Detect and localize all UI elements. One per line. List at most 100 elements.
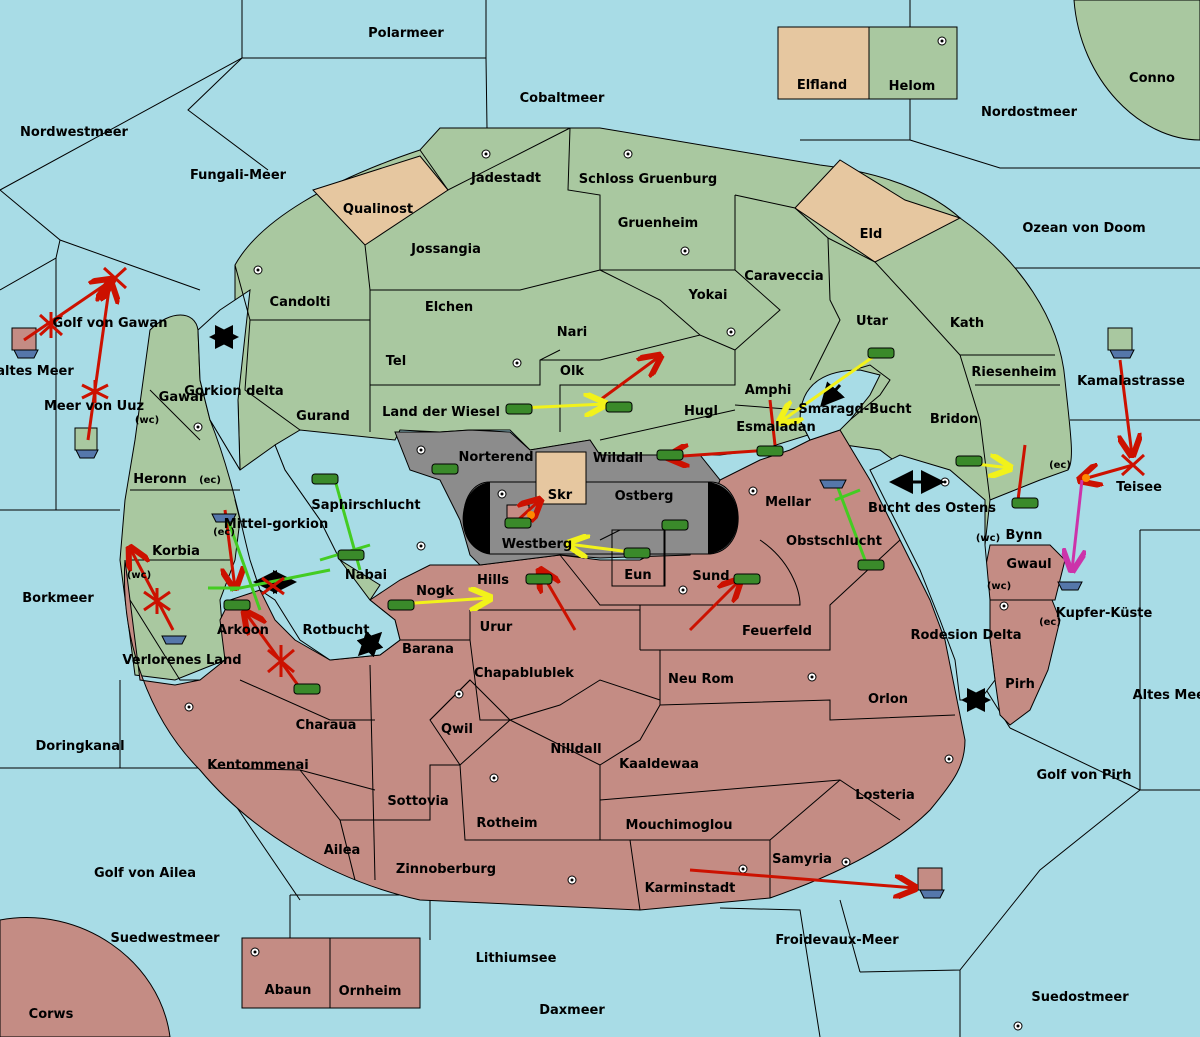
label-wildall: Wildall bbox=[593, 451, 643, 466]
mountain-cap-west bbox=[462, 482, 490, 554]
label-mouchimoglou: Mouchimoglou bbox=[626, 818, 733, 833]
supply-centers bbox=[184, 36, 1023, 1031]
label-zinnoberburg: Zinnoberburg bbox=[396, 862, 496, 877]
tag-gawar-wc: (wc) bbox=[135, 415, 159, 426]
label-fungali: Fungali-Meer bbox=[190, 168, 287, 183]
label-gruenheim: Gruenheim bbox=[618, 216, 698, 231]
marker-froidevaux bbox=[917, 867, 943, 891]
region-eun-border bbox=[611, 529, 665, 587]
label-candolti: Candolti bbox=[270, 295, 331, 310]
label-rotheim: Rotheim bbox=[476, 816, 537, 831]
sea-mittelgorkion[interactable] bbox=[209, 419, 401, 661]
label-froidevaux: Froidevaux-Meer bbox=[775, 933, 899, 948]
label-korbia: Korbia bbox=[152, 544, 200, 559]
sea-bucht-des-ostens[interactable] bbox=[869, 454, 996, 701]
region-eld[interactable] bbox=[794, 159, 962, 263]
region-elfland[interactable] bbox=[777, 26, 870, 100]
label-ornheim: Ornheim bbox=[339, 984, 402, 999]
label-kupferkueste: Kupfer-Küste bbox=[1056, 606, 1153, 621]
label-norterend: Norterend bbox=[458, 450, 533, 465]
label-schloss-gruenburg: Schloss Gruenburg bbox=[579, 172, 717, 187]
marker-kamalastrasse bbox=[1107, 327, 1133, 351]
label-urur: Urur bbox=[480, 620, 513, 635]
label-bucht-ostens: Bucht des Ostens bbox=[868, 501, 996, 516]
label-tel: Tel bbox=[386, 354, 406, 369]
label-skr: Skr bbox=[548, 488, 573, 503]
label-polarmeer: Polarmeer bbox=[368, 26, 444, 41]
region-south-red[interactable] bbox=[123, 429, 966, 911]
fleet-units bbox=[13, 349, 1135, 899]
label-obstschlucht: Obstschlucht bbox=[786, 534, 882, 549]
label-rodesion-delta: Rodesion Delta bbox=[910, 628, 1021, 643]
label-gurand: Gurand bbox=[296, 409, 350, 424]
label-bynn: Bynn bbox=[1006, 528, 1043, 543]
label-losteria: Losteria bbox=[855, 788, 915, 803]
marker-meer-von-uuz bbox=[74, 427, 98, 451]
sea-labels: Polarmeer Cobaltmeer Nordwestmeer Fungal… bbox=[0, 26, 1200, 1018]
label-heronn: Heronn bbox=[133, 472, 187, 487]
province-borders bbox=[128, 127, 1060, 911]
label-gawar: Gawar bbox=[159, 390, 206, 405]
label-saphirschlucht: Saphirschlucht bbox=[311, 498, 420, 513]
label-olk: Olk bbox=[560, 364, 585, 379]
label-suedwestmeer: Suedwestmeer bbox=[110, 931, 220, 946]
label-qwil: Qwil bbox=[441, 722, 473, 737]
label-borkmeer: Borkmeer bbox=[22, 591, 94, 606]
label-doringkanal: Doringkanal bbox=[35, 739, 124, 754]
label-nilldall: Nilldall bbox=[550, 742, 601, 757]
label-mittelgorkion: Mittel-gorkion bbox=[224, 517, 328, 532]
label-charaua: Charaua bbox=[296, 718, 357, 733]
region-ornheim[interactable] bbox=[329, 937, 421, 1009]
label-karminstadt: Karminstadt bbox=[645, 881, 736, 896]
province-labels: Elfland Helom Conno Qualinost Jadestadt … bbox=[29, 71, 1175, 1022]
army-units bbox=[223, 347, 1039, 695]
label-orlon: Orlon bbox=[868, 692, 908, 707]
region-conno[interactable] bbox=[1073, 0, 1200, 141]
label-hugl: Hugl bbox=[684, 404, 718, 419]
tag-gwaul-ec: (ec) bbox=[1039, 617, 1061, 628]
tag-bynn-ec: (ec) bbox=[1049, 460, 1071, 471]
label-cobaltmeer: Cobaltmeer bbox=[520, 91, 605, 106]
label-lithiumsee: Lithiumsee bbox=[476, 951, 557, 966]
label-golf-pirh: Golf von Pirh bbox=[1036, 768, 1131, 783]
label-nabai: Nabai bbox=[345, 568, 387, 583]
label-conno: Conno bbox=[1129, 71, 1175, 86]
label-arkoon: Arkoon bbox=[217, 623, 269, 638]
label-rotbucht: Rotbucht bbox=[303, 623, 370, 638]
label-elchen: Elchen bbox=[425, 300, 473, 315]
move-orders-red bbox=[23, 280, 1133, 888]
label-chapablublek: Chapablublek bbox=[474, 666, 574, 681]
label-westberg: Westberg bbox=[502, 537, 572, 552]
label-kaaldewaa: Kaaldewaa bbox=[619, 757, 699, 772]
label-meer-uuz: Meer von Uuz bbox=[44, 399, 144, 414]
move-orders-yellow bbox=[399, 350, 1010, 604]
label-sund: Sund bbox=[692, 569, 729, 584]
label-helom: Helom bbox=[889, 79, 936, 94]
tag-korbia-ec: (ec) bbox=[213, 527, 235, 538]
label-jossangia: Jossangia bbox=[410, 242, 481, 257]
region-corws[interactable] bbox=[0, 917, 171, 1037]
label-kaltes-meer: Kaltes Meer bbox=[0, 364, 74, 379]
label-gorkion-delta: Gorkion delta bbox=[184, 384, 283, 399]
tag-bynn-wc: (wc) bbox=[976, 533, 1000, 544]
supply-center-dots bbox=[187, 39, 1020, 1028]
label-ozean-doom: Ozean von Doom bbox=[1022, 221, 1145, 236]
label-eun: Eun bbox=[624, 568, 651, 583]
label-pirh: Pirh bbox=[1005, 677, 1035, 692]
label-smaragd-bucht: Smaragd-Bucht bbox=[798, 402, 911, 417]
label-gwaul: Gwaul bbox=[1006, 557, 1051, 572]
label-nari: Nari bbox=[557, 325, 588, 340]
label-mellar: Mellar bbox=[765, 495, 811, 510]
label-bridon: Bridon bbox=[930, 412, 978, 427]
label-jadestadt: Jadestadt bbox=[470, 171, 541, 186]
tag-gwaul-wc: (wc) bbox=[987, 581, 1011, 592]
label-abaun: Abaun bbox=[265, 983, 312, 998]
label-ailea: Ailea bbox=[324, 843, 361, 858]
label-kath: Kath bbox=[950, 316, 984, 331]
label-altes-meer: Altes Meer bbox=[1133, 688, 1200, 703]
label-kamalastrasse: Kamalastrasse bbox=[1077, 374, 1185, 389]
label-nordwestmeer: Nordwestmeer bbox=[20, 125, 128, 140]
label-riesenheim: Riesenheim bbox=[971, 365, 1056, 380]
label-utar: Utar bbox=[856, 314, 889, 329]
